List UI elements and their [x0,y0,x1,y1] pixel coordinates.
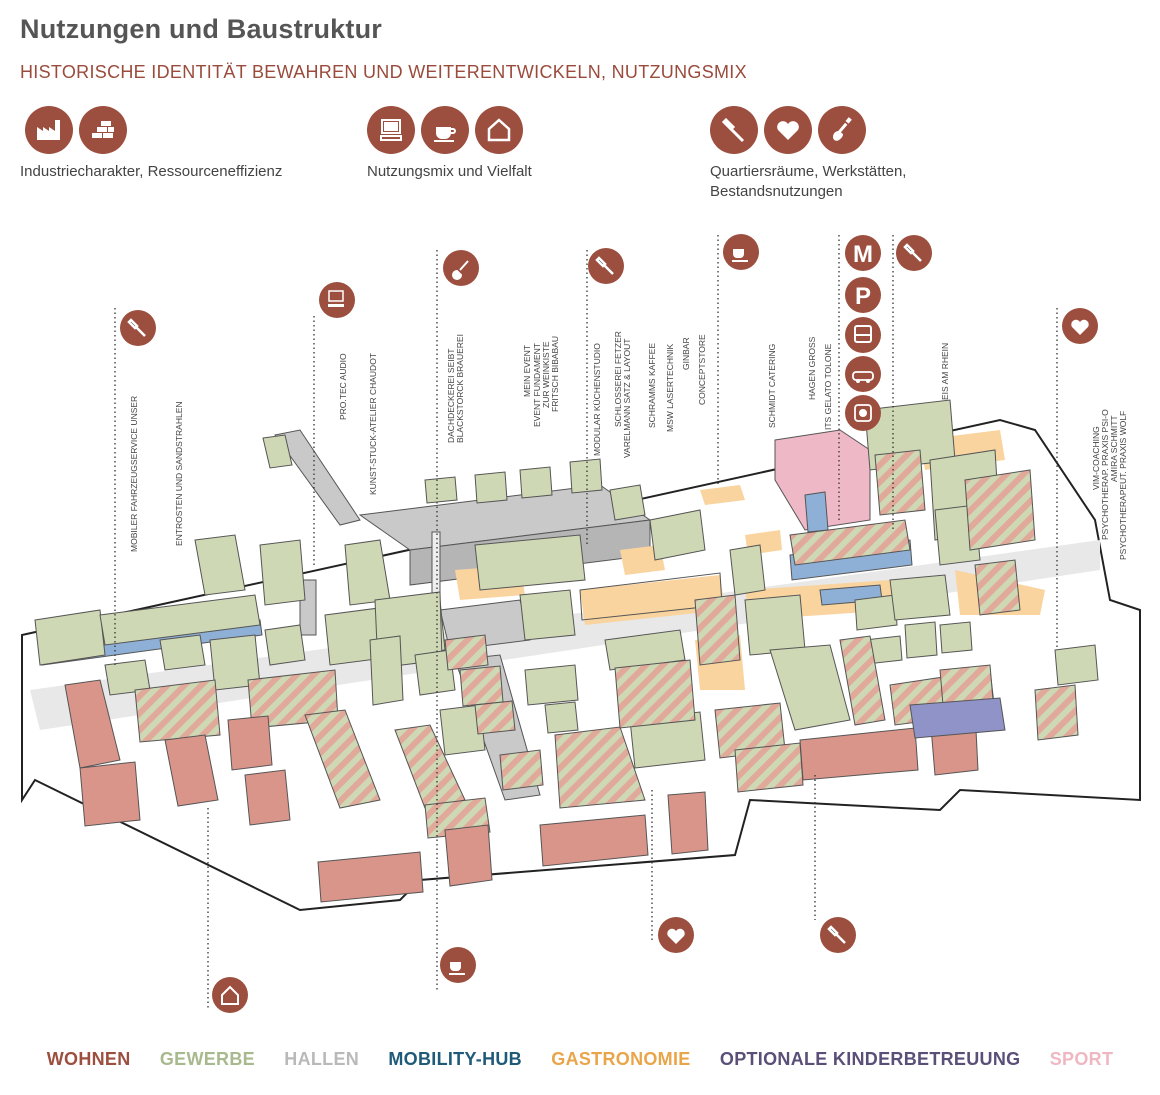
label-schloss2: VARELMANN SATZ & LAYOUT [622,339,632,459]
parking-icon: P [845,277,881,313]
wrench-icon [588,248,624,284]
label-hagen: HAGEN GROSS [807,336,817,400]
charging-icon [845,395,881,431]
label-concept: CONCEPTSTORE [697,334,707,405]
label-schramms: SCHRAMMS KAFFEE [647,343,657,428]
heart-icon [658,917,694,953]
label-event4: FRITSCH BIBABAU [550,336,560,412]
legend: WOHNEN GEWERBE HALLEN MOBILITY-HUB GASTR… [0,1049,1160,1070]
coffee-icon [440,947,476,983]
metro-label: M [853,241,873,268]
label-msw: MSW LASERTECHNIK [665,344,675,432]
legend-hallen: HALLEN [284,1049,359,1069]
label-kunst: KUNST-STUCK-ATELIER CHAUDOT [368,353,378,495]
label-schmidt: SCHMIDT CATERING [767,344,777,428]
carsharing-icon [845,356,881,392]
label-protec: PRO.TEC AUDIO [338,353,348,420]
label-mobiler: MOBILER FAHRZEUGSERVICE UNSER [129,396,139,552]
heart-icon [1062,308,1098,344]
label-event1: MEIN EVENT [522,345,532,397]
label-vim4: PSYCHOTHERAPEUT. PRAXIS WOLF [1118,411,1128,560]
legend-wohnen: WOHNEN [47,1049,131,1069]
parking-label: P [855,283,871,310]
legend-gastronomie: GASTRONOMIE [551,1049,690,1069]
guitar-icon [443,250,479,286]
label-gelato: ITS GELATO TOLONE [823,343,833,430]
label-dach2: BLACKSTORCK BRAUEREI [455,334,465,443]
wrench-icon [896,235,932,271]
house-icon [212,977,248,1013]
legend-mobility-hub: MOBILITY-HUB [388,1049,522,1069]
legend-kinderbetreuung: OPTIONALE KINDERBETREUUNG [720,1049,1021,1069]
legend-sport: SPORT [1050,1049,1114,1069]
label-modular: MODULAR KÜCHENSTUDIO [592,343,602,456]
legend-gewerbe: GEWERBE [160,1049,255,1069]
label-ginbar: GINBAR [681,337,691,370]
metro-icon: M [845,235,881,271]
wrench-icon [120,310,156,346]
computer-icon [319,282,355,318]
coffee-icon [723,234,759,270]
wrench-icon [820,917,856,953]
label-eis: EIS AM RHEIN [940,343,950,400]
bus-icon [845,317,881,353]
label-entrosten: ENTROSTEN UND SANDSTRAHLEN [174,401,184,546]
